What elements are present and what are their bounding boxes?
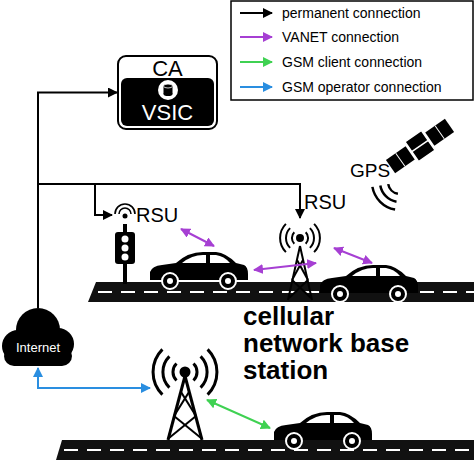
gps-signal [372, 184, 398, 210]
traffic-light-lamp [122, 236, 129, 243]
tower-brace [174, 416, 201, 438]
antenna-wave [286, 228, 290, 248]
traffic-light [115, 204, 135, 284]
antenna-wave [201, 356, 207, 387]
antenna-wave [310, 228, 314, 248]
legend-text: VANET connection [282, 28, 399, 46]
tower-brace [292, 260, 303, 280]
legend-text: GSM operator connection [282, 78, 442, 96]
database-icon-top [164, 84, 173, 88]
satellite-body-line [412, 140, 428, 151]
tower-brace [289, 280, 308, 298]
tower-leg [168, 376, 185, 440]
antenna-wave [173, 364, 177, 381]
antenna-wave [292, 232, 294, 243]
vsic-label: VSIC [119, 101, 216, 125]
antenna-dot [297, 235, 303, 241]
signal-wave [380, 186, 396, 202]
traffic-light-lamp [122, 245, 129, 252]
legend-text: GSM client connection [282, 53, 422, 71]
panel-line [396, 153, 405, 166]
antenna-wave [208, 349, 217, 394]
database-icon-bottom [164, 92, 173, 96]
ca-title: CA [119, 57, 216, 81]
tower-brace [297, 260, 308, 280]
ca-server-box: CA VSIC [117, 55, 218, 130]
gps-satellite [384, 116, 457, 177]
antenna-wave [314, 224, 320, 252]
legend-arrow-sample [240, 86, 272, 88]
cloud-shape [0, 308, 76, 368]
antenna-wave [163, 356, 169, 387]
road-marking [64, 449, 474, 451]
connection-arrow [38, 184, 300, 308]
legend-arrow-sample [240, 36, 272, 38]
internet-cloud: Internet [0, 308, 76, 368]
traffic-light-housing [115, 232, 135, 264]
base-station-node: cellular network base station [150, 300, 430, 440]
gps-label: GPS [350, 160, 390, 182]
signal-wave [388, 184, 398, 194]
car [150, 252, 248, 289]
tower-leg [185, 376, 202, 440]
antenna-wave [306, 232, 308, 243]
rsu-node: RSU [280, 218, 320, 300]
legend-arrow-sample [240, 61, 272, 63]
rsu-node: RSU [112, 202, 182, 228]
legend-frame [231, 1, 473, 100]
car [320, 265, 418, 302]
base-station-tower [153, 349, 217, 440]
antenna-wave [119, 208, 131, 214]
internet-label: Internet [0, 340, 76, 356]
antenna-wave [194, 364, 198, 381]
gsm-client-link [207, 400, 270, 428]
traffic-light-lamp [122, 254, 129, 261]
legend-arrow-sample [240, 12, 272, 14]
vanet-link [254, 263, 316, 270]
vanet-link [181, 229, 214, 246]
tower-brace [174, 392, 189, 416]
antenna-wave [280, 224, 286, 252]
road [56, 440, 474, 460]
signal-wave [372, 187, 395, 210]
database-icon [158, 80, 178, 100]
vanet-link [334, 248, 372, 263]
rsu-label: RSU [136, 202, 178, 228]
connection-arrow [38, 93, 117, 309]
satellite-body [405, 130, 435, 161]
antenna-wave [153, 349, 162, 394]
antenna-wave [115, 204, 135, 214]
connection-arrow [38, 184, 112, 308]
legend-text: permanent connection [282, 4, 421, 22]
tower-brace [169, 416, 196, 438]
tower-brace [181, 392, 196, 416]
base-station-label: cellular network base station [243, 303, 413, 384]
panel-line [435, 126, 444, 139]
rsu-tower [280, 224, 320, 300]
antenna-dot [181, 368, 189, 376]
rsu-label: RSU [304, 190, 346, 214]
database-icon-bg [158, 80, 178, 100]
car [274, 412, 372, 449]
antenna-dot [123, 214, 128, 219]
tower-brace [292, 280, 311, 298]
connection-arrow [38, 368, 150, 388]
